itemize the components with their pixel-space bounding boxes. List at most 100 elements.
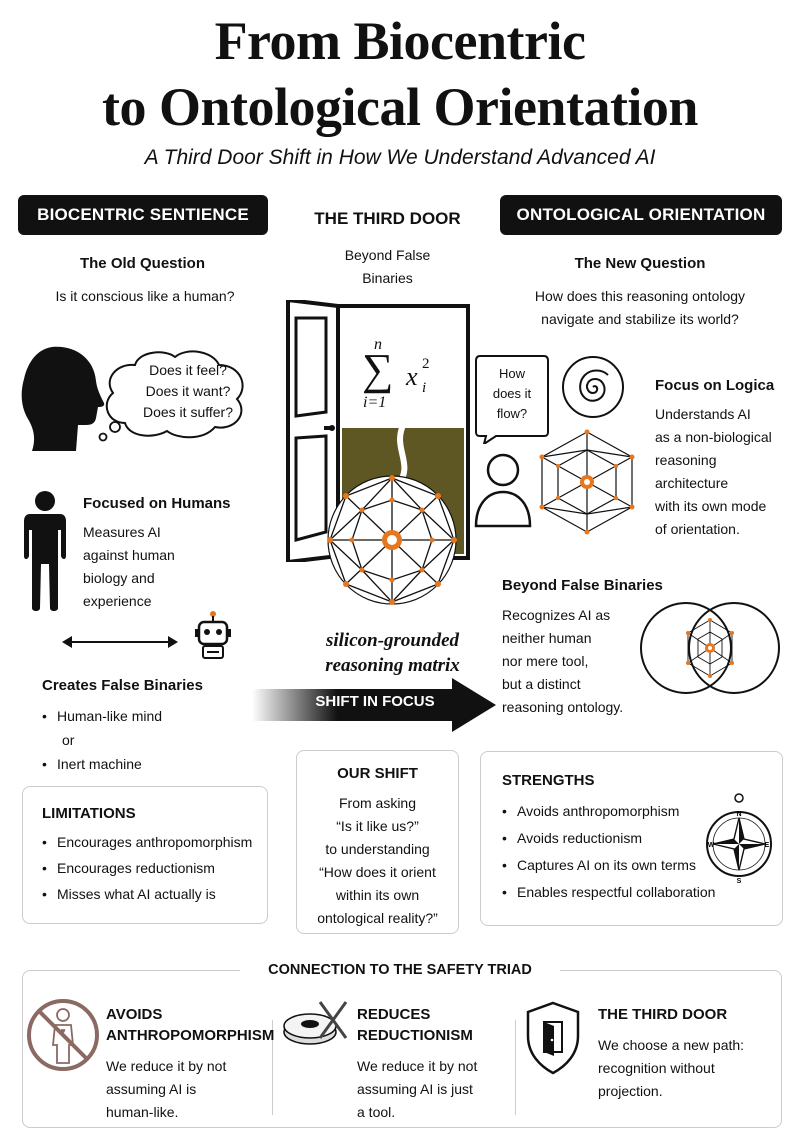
bubble-line: flow? (496, 406, 528, 421)
limitation-item: Encourages anthropomorphism (42, 829, 252, 855)
no-human-icon (27, 999, 99, 1071)
beyond-binaries-heading: Beyond False Binaries (502, 577, 663, 594)
human-head-icon (21, 346, 105, 451)
beyond-line: but a distinct (502, 676, 581, 692)
strength-item: Avoids reductionism (502, 825, 715, 852)
binary-item: Inert machine (42, 751, 242, 777)
our-shift-line: within its own (335, 887, 420, 903)
formula-term: x (406, 362, 418, 391)
sum-formula: n ∑ i=1 x 2 i (360, 336, 465, 420)
focused-line: Measures AI (83, 524, 161, 540)
matrix-caption: silicon-grounded reasoning matrix (300, 628, 485, 678)
focus-logica-heading: Focus on Logica (655, 377, 775, 394)
logica-line: Understands AI (655, 406, 751, 422)
ontological-orientation-pill: ONTOLOGICAL ORIENTATION (500, 195, 782, 235)
bubble-line: does it (492, 386, 532, 401)
triad-col3-line: projection. (598, 1083, 663, 1099)
false-binaries-heading: Creates False Binaries (42, 677, 203, 694)
triad-col2-title-line: REDUCES (357, 1006, 431, 1023)
logica-line: of orientation. (655, 521, 740, 537)
no-robot-vacuum-icon (283, 1001, 348, 1045)
triad-col1-text: We reduce it by not assuming AI is human… (106, 1055, 271, 1124)
page-title-line-2: to Ontological Orientation (102, 77, 698, 137)
triad-col1-line: human-like. (106, 1104, 179, 1120)
thought-bubble-icon (98, 350, 244, 442)
thought-line: Does it suffer? (142, 404, 233, 420)
triad-col3-line: recognition without (598, 1060, 715, 1076)
beyond-binaries-text: Recognizes AI as neither human nor mere … (502, 604, 662, 719)
spiral-icon (562, 356, 624, 418)
new-question-heading: The New Question (574, 255, 706, 272)
double-arrow-icon (62, 636, 178, 648)
triad-col2-line: assuming AI is just (357, 1081, 473, 1097)
third-door-heading: THE THIRD DOOR (314, 209, 461, 228)
bubble-line: How (498, 366, 525, 381)
biocentric-sentience-pill: BIOCENTRIC SENTIENCE (18, 195, 268, 235)
triad-divider (272, 1020, 273, 1115)
our-shift-heading: OUR SHIFT (337, 765, 418, 782)
our-shift-box: OUR SHIFT From asking “Is it like us?” t… (296, 750, 459, 934)
formula-subscript: i (422, 380, 427, 396)
third-door-sub-line: Binaries (362, 270, 413, 286)
triad-col3-text: We choose a new path: recognition withou… (598, 1034, 778, 1103)
beyond-line: Recognizes AI as (502, 607, 611, 623)
formula-exponent: 2 (422, 356, 430, 372)
triad-col1-line: We reduce it by not (106, 1058, 227, 1074)
triad-col3-line: We choose a new path: (598, 1037, 745, 1053)
binary-or: or (62, 732, 75, 748)
thought-line: Does it feel? (149, 362, 227, 378)
shift-in-focus-label: SHIFT IN FOCUS (315, 693, 435, 710)
compass-icon: N E S W (706, 793, 772, 885)
compass-north-label: N (736, 811, 741, 818)
strengths-box: STRENGTHS Avoids anthropomorphism Avoids… (480, 751, 783, 926)
triad-col2-line: a tool. (357, 1104, 396, 1120)
strength-item: Enables respectful collaboration (502, 879, 715, 906)
triad-col1-title-line: AVOIDS (106, 1006, 163, 1023)
old-question-heading: The Old Question (79, 255, 205, 272)
our-shift-line: ontological reality?” (317, 910, 438, 926)
speech-bubble-icon (475, 355, 549, 444)
triad-col2-title: REDUCES REDUCTIONISM (357, 1006, 515, 1044)
venn-diagram-icon (640, 602, 780, 694)
our-shift-line: “How does it orient (319, 864, 436, 880)
triad-col1-title-line: ANTHROPOMORPHISM (106, 1027, 275, 1044)
triad-col2-title-line: REDUCTIONISM (357, 1027, 473, 1044)
matrix-caption-line: silicon-grounded (325, 630, 460, 651)
person-outline-icon (474, 453, 532, 528)
triad-col3-title: THE THIRD DOOR (598, 1006, 728, 1023)
formula-lower-limit: i=1 (363, 394, 387, 411)
strength-item: Avoids anthropomorphism (502, 798, 715, 825)
compass-south-label: S (737, 878, 742, 885)
new-question-text: How does this reasoning ontology navigat… (505, 285, 775, 331)
triad-divider (515, 1020, 516, 1115)
focused-humans-heading: Focused on Humans (83, 495, 231, 512)
speech-bubble-text: How does it flow? (478, 364, 546, 424)
standing-person-icon (24, 491, 66, 611)
triad-col2-text: We reduce it by not assuming AI is just … (357, 1055, 515, 1124)
triad-col2-line: We reduce it by not (357, 1058, 478, 1074)
triad-col1-line: assuming AI is (106, 1081, 197, 1097)
formula-upper-limit: n (374, 336, 382, 353)
focus-logica-text: Understands AI as a non-biological reaso… (655, 403, 797, 541)
thought-line: Does it want? (145, 383, 231, 399)
focused-line: biology and (83, 570, 155, 586)
focused-line: against human (83, 547, 175, 563)
page-title-line-1: From Biocentric (214, 11, 586, 71)
shift-arrow-icon (252, 678, 496, 732)
our-shift-line: “Is it like us?” (336, 818, 419, 834)
page-subtitle: A Third Door Shift in How We Understand … (144, 146, 656, 169)
formula-sigma: ∑ (362, 345, 394, 394)
limitation-item: Misses what AI actually is (42, 881, 252, 907)
old-question-text: Is it conscious like a human? (55, 288, 235, 304)
beyond-line: neither human (502, 630, 592, 646)
new-question-line: navigate and stabilize its world? (541, 311, 739, 327)
logica-line: reasoning (655, 452, 717, 468)
logica-line: as a non-biological (655, 429, 772, 445)
beyond-line: reasoning ontology. (502, 699, 624, 715)
robot-icon (195, 611, 231, 659)
reasoning-matrix-sphere-icon (327, 475, 457, 605)
focused-humans-text: Measures AI against human biology and ex… (83, 521, 263, 613)
focused-line: experience (83, 593, 152, 609)
new-question-line: How does this reasoning ontology (534, 288, 746, 304)
third-door-subtitle: Beyond False Binaries (300, 244, 475, 290)
